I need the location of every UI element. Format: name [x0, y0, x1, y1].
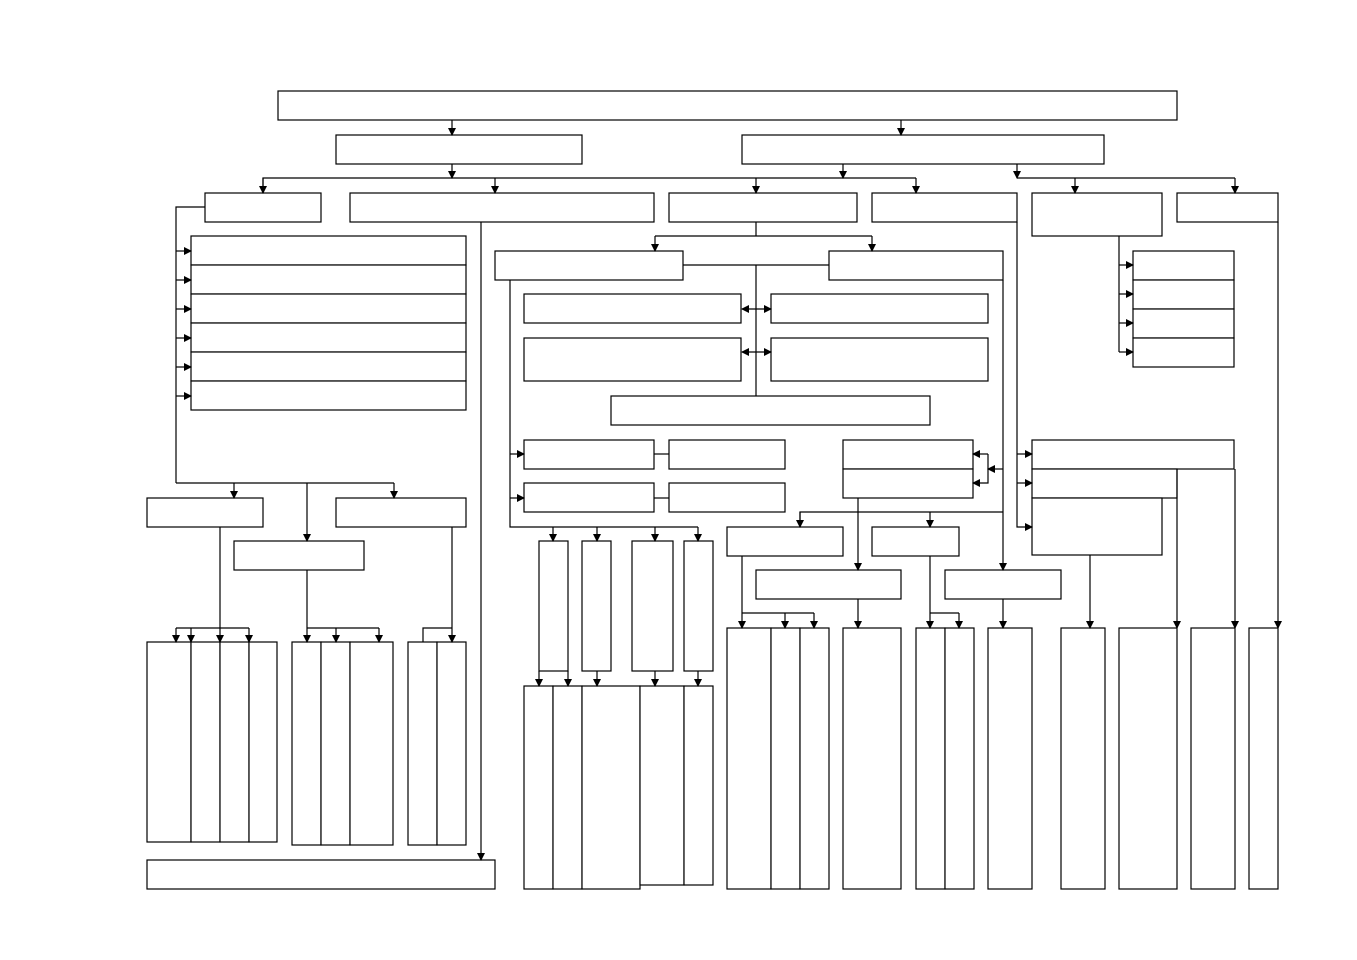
mid-box-2a: [523, 482, 655, 513]
root-box: [277, 90, 1178, 121]
right-division-box: [741, 134, 1105, 165]
connector: [799, 511, 1003, 527]
department-box-3: [668, 192, 858, 223]
split-box-top: [842, 439, 974, 470]
connectors-group: [172, 120, 1282, 861]
mid-box-1a: [523, 439, 655, 470]
stack-item-2: [190, 264, 467, 295]
connector: [972, 454, 989, 487]
bottom-wide-box: [146, 859, 496, 890]
col-r6: [944, 627, 975, 890]
left-group-box-c: [233, 540, 365, 571]
dept5-item-4: [1132, 337, 1235, 368]
split-box-bottom: [842, 468, 974, 499]
col-l4: [248, 641, 278, 843]
pair-box-1a: [523, 293, 742, 324]
center-box-c: [755, 569, 902, 600]
col-l2: [190, 641, 221, 843]
department-box-1: [204, 192, 322, 223]
stack-item-5: [190, 351, 467, 382]
connector: [262, 177, 916, 193]
boxes-group: [146, 90, 1279, 890]
dept5-item-1: [1132, 250, 1235, 281]
tall-mid-2: [581, 540, 612, 672]
col-n2: [436, 641, 467, 846]
connector: [1016, 222, 1033, 531]
dept5-item-2: [1132, 279, 1235, 310]
col-r11: [1248, 627, 1279, 890]
col-r4: [842, 627, 902, 890]
right-wide-box-bottom: [1031, 497, 1163, 556]
connector: [175, 206, 205, 483]
col-r1: [726, 627, 772, 890]
pair-box-2a: [523, 337, 742, 382]
dept5-item-3: [1132, 308, 1235, 339]
stack-item-6: [190, 380, 467, 411]
col-r2: [770, 627, 801, 890]
col-c2: [552, 685, 583, 890]
mid-box-1b: [668, 439, 786, 470]
mid-box-2b: [668, 482, 786, 513]
department-box-5: [1031, 192, 1163, 237]
col-r3: [799, 627, 830, 890]
col-n1: [407, 641, 438, 846]
col-r10: [1190, 627, 1236, 890]
stack-item-4: [190, 322, 467, 353]
connector: [509, 280, 698, 528]
col-c5: [683, 685, 714, 886]
tall-mid-4: [683, 540, 714, 672]
right-wide-box-top: [1031, 439, 1235, 470]
col-r9: [1118, 627, 1178, 890]
col-r5: [915, 627, 946, 890]
col-m3: [349, 641, 394, 846]
col-c4: [639, 685, 685, 886]
center-box-b: [871, 526, 960, 557]
col-c1: [523, 685, 554, 890]
stack-item-1: [190, 235, 467, 266]
center-box-a: [726, 526, 844, 557]
left-group-box-a: [146, 497, 264, 528]
col-r7: [987, 627, 1033, 890]
department-box-6: [1176, 192, 1279, 223]
stack-item-3: [190, 293, 467, 324]
central-bar-box: [610, 395, 931, 426]
tall-mid-1: [538, 540, 569, 672]
right-wide-box-mid: [1031, 468, 1178, 499]
department-box-2: [349, 192, 655, 223]
connector: [422, 627, 452, 642]
center-box-d: [944, 569, 1062, 600]
pair-box-1b: [770, 293, 989, 324]
tall-mid-3: [631, 540, 674, 672]
col-l1: [146, 641, 192, 843]
col-r8: [1060, 627, 1106, 890]
col-l3: [219, 641, 250, 843]
left-group-box-b: [335, 497, 467, 528]
col-m1: [291, 641, 322, 846]
sub-unit-right: [828, 250, 1004, 281]
pair-box-2b: [770, 337, 989, 382]
col-c3: [581, 685, 641, 890]
left-division-box: [335, 134, 583, 165]
sub-unit-left: [494, 250, 684, 281]
col-m2: [320, 641, 351, 846]
department-box-4: [871, 192, 1018, 223]
